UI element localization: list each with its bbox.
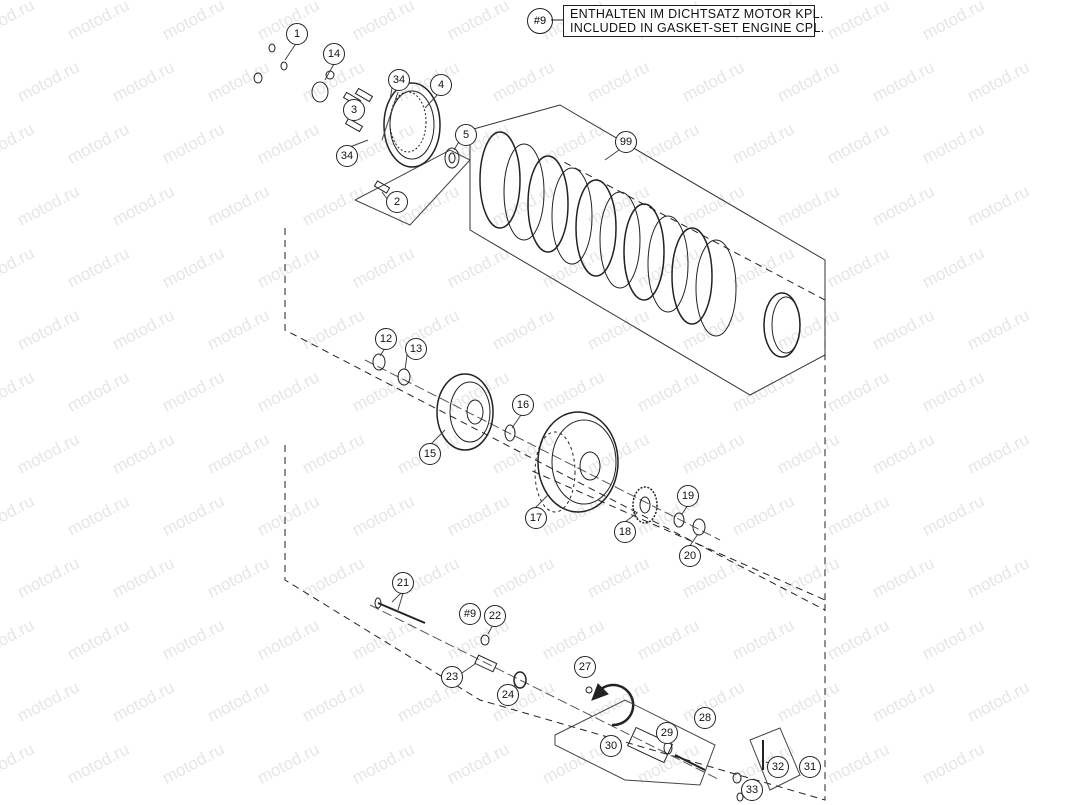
legend-line-german: ENTHALTEN IM DICHTSATZ MOTOR KPL. xyxy=(570,7,824,21)
main-axis xyxy=(364,359,721,541)
callout-1[interactable]: 1 xyxy=(286,23,308,45)
callout-27[interactable]: 27 xyxy=(574,656,596,678)
pressure-plate-group-outline xyxy=(354,149,471,226)
callout-2[interactable]: 2 xyxy=(386,191,408,213)
piston-23 xyxy=(474,654,498,673)
callout-13[interactable]: 13 xyxy=(405,338,427,360)
nut-33 xyxy=(732,772,742,784)
slave-cylinder-box xyxy=(554,699,716,786)
inner-hub-center xyxy=(466,399,484,425)
callout-9-ref[interactable]: #9 xyxy=(459,603,481,625)
legend-text: ENTHALTEN IM DICHTSATZ MOTOR KPL. INCLUD… xyxy=(570,7,824,35)
bolt-kit-box xyxy=(749,727,801,791)
callout-30[interactable]: 30 xyxy=(600,735,622,757)
clutch-basket-center xyxy=(579,451,601,481)
washer-16 xyxy=(504,424,516,442)
clutch-basket-rim xyxy=(551,419,617,505)
legend-ref-callout: #9 xyxy=(527,8,553,34)
oring-22 xyxy=(480,634,490,646)
ball-27 xyxy=(585,686,593,694)
basket-side xyxy=(534,431,576,513)
seal-24 xyxy=(513,671,527,689)
inner-hub xyxy=(436,373,494,451)
bearing-5 xyxy=(444,147,460,169)
washer-12 xyxy=(372,353,386,371)
callout-34-top[interactable]: 34 xyxy=(388,69,410,91)
clutch-plates-stack xyxy=(479,131,737,337)
callout-3[interactable]: 3 xyxy=(343,99,365,121)
callout-12[interactable]: 12 xyxy=(375,328,397,350)
legend-box: ENTHALTEN IM DICHTSATZ MOTOR KPL. INCLUD… xyxy=(563,5,824,37)
callout-14[interactable]: 14 xyxy=(323,43,345,65)
cylinder-30 xyxy=(626,726,674,764)
callout-15[interactable]: 15 xyxy=(419,443,441,465)
pressure-plate-gear xyxy=(389,91,427,153)
callout-22[interactable]: 22 xyxy=(484,605,506,627)
callout-19[interactable]: 19 xyxy=(677,485,699,507)
callout-23[interactable]: 23 xyxy=(441,666,463,688)
rotation-arrow xyxy=(599,683,635,727)
callout-24[interactable]: 24 xyxy=(497,684,519,706)
small-ring xyxy=(448,152,456,164)
legend-connector xyxy=(551,19,563,21)
clutch-basket xyxy=(537,411,619,513)
lower-axis xyxy=(369,604,721,781)
dashed-box-upper xyxy=(284,159,826,611)
gear-18-hub xyxy=(639,496,651,514)
springs xyxy=(342,87,391,194)
callout-17[interactable]: 17 xyxy=(525,507,547,529)
shaft-30 xyxy=(674,754,706,771)
nut-13 xyxy=(397,368,411,386)
callout-32[interactable]: 32 xyxy=(767,756,789,778)
callout-31[interactable]: 31 xyxy=(799,756,821,778)
callout-99[interactable]: 99 xyxy=(615,131,637,153)
washer-20 xyxy=(692,518,706,536)
callout-21[interactable]: 21 xyxy=(392,572,414,594)
bolts-top xyxy=(253,43,335,103)
pushrod xyxy=(377,602,426,624)
callout-29[interactable]: 29 xyxy=(656,722,678,744)
callout-34-bottom[interactable]: 34 xyxy=(336,145,358,167)
dashed-box-lower xyxy=(284,445,826,801)
ring-19 xyxy=(673,512,685,528)
callout-28[interactable]: 28 xyxy=(694,707,716,729)
callout-5[interactable]: 5 xyxy=(455,124,477,146)
callout-20[interactable]: 20 xyxy=(679,545,701,567)
pressure-plate-rim xyxy=(389,90,435,160)
callout-16[interactable]: 16 xyxy=(512,394,534,416)
callout-4[interactable]: 4 xyxy=(430,74,452,96)
rotation-arrow-head xyxy=(591,683,609,701)
legend-line-english: INCLUDED IN GASKET-SET ENGINE CPL. xyxy=(570,21,825,35)
pressure-plate xyxy=(383,82,441,168)
pushrod-end xyxy=(374,597,382,609)
callout-33[interactable]: 33 xyxy=(741,779,763,801)
callout-18[interactable]: 18 xyxy=(614,521,636,543)
clutch-ring-inner xyxy=(771,296,801,354)
inner-hub-face xyxy=(449,381,491,443)
gear-18 xyxy=(632,486,658,524)
